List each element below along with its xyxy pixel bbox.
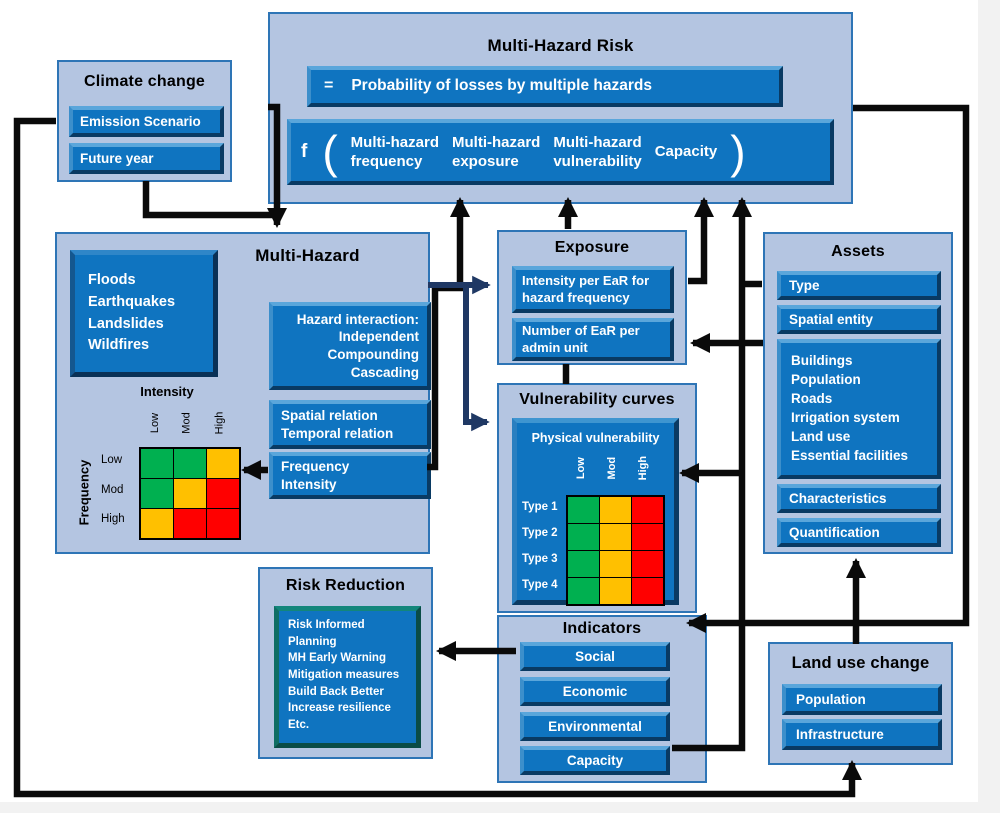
term-capacity: Capacity xyxy=(654,143,718,161)
matrix-cell-yellow xyxy=(600,497,631,523)
exposure-title: Exposure xyxy=(554,239,630,256)
risk-function-bar: f ( Multi-hazard frequency Multi-hazard … xyxy=(287,119,834,185)
bottom-margin xyxy=(0,802,1000,813)
multi-hazard-risk-title: Multi-Hazard Risk xyxy=(487,36,634,55)
matrix-cell-yellow xyxy=(174,479,206,508)
function-f: f xyxy=(301,140,308,162)
matrix-cell-red xyxy=(207,479,239,508)
matrix-cell-green xyxy=(174,449,206,478)
matrix-cell-green xyxy=(141,479,173,508)
risk-reduction-list-box: Risk Informed Planning MH Early Warning … xyxy=(274,606,421,748)
indicator-economic-button: Economic xyxy=(520,677,670,706)
matrix-cell-red xyxy=(632,578,663,604)
vulnerability-curves-title: Vulnerability curves xyxy=(519,391,675,408)
physical-vulnerability-label: Physical vulnerability xyxy=(531,431,660,445)
arrow-climate-to-multihazard xyxy=(142,181,277,219)
asset-type-button: Type xyxy=(777,271,941,300)
term-exposure: Multi-hazard exposure xyxy=(452,133,541,171)
intensity-col-low: Low xyxy=(149,412,161,434)
vuln-col-low: Low xyxy=(574,456,587,479)
characteristics-button: Characteristics xyxy=(777,484,941,513)
panel-indicators: Indicators Social Economic Environmental… xyxy=(497,615,707,783)
matrix-cell-red xyxy=(632,524,663,550)
panel-climate-change: Climate change Emission Scenario Future … xyxy=(57,60,232,182)
vuln-row-type1: Type 1 xyxy=(522,501,558,513)
matrix-cell-green xyxy=(568,497,599,523)
right-margin xyxy=(978,0,1000,813)
panel-assets: Assets Type Spatial entity Buildings Pop… xyxy=(763,232,953,554)
panel-risk-reduction: Risk Reduction Risk Informed Planning MH… xyxy=(258,567,433,759)
close-bracket: ) xyxy=(730,126,746,178)
emission-scenario-button: Emission Scenario xyxy=(69,106,224,137)
vuln-row-type4: Type 4 xyxy=(522,579,558,591)
matrix-cell-red xyxy=(174,509,206,538)
vuln-row-type2: Type 2 xyxy=(522,527,558,539)
equals-sign: = xyxy=(324,77,334,95)
matrix-cell-green xyxy=(568,524,599,550)
arrow-multihazard-to-frequency-term xyxy=(427,196,471,471)
population-button: Population xyxy=(782,684,942,715)
vulnerability-matrix xyxy=(566,495,665,606)
intensity-col-high: High xyxy=(213,411,225,435)
land-use-change-title: Land use change xyxy=(791,654,930,672)
frequency-axis-label: Frequency xyxy=(76,459,92,525)
frequency-row-low: Low xyxy=(101,454,123,466)
hazard-types-box: Floods Earthquakes Landslides Wildfires xyxy=(70,250,218,377)
spatial-temporal-button: Spatial relation Temporal relation xyxy=(269,400,431,449)
indicator-capacity-button: Capacity xyxy=(520,746,670,775)
matrix-cell-yellow xyxy=(600,551,631,577)
term-frequency: Multi-hazard frequency xyxy=(350,133,439,171)
indicators-title: Indicators xyxy=(562,620,642,637)
indicator-environmental-button: Environmental xyxy=(520,712,670,741)
indicator-social-button: Social xyxy=(520,642,670,671)
panel-multi-hazard: Multi-Hazard Floods Earthquakes Landslid… xyxy=(55,232,431,554)
arrow-exposure-to-vulnerability-term xyxy=(688,196,715,285)
frequency-intensity-button: Frequency Intensity xyxy=(269,452,431,499)
matrix-cell-red xyxy=(632,551,663,577)
panel-multi-hazard-risk: Multi-Hazard Risk = Probability of losse… xyxy=(268,12,853,204)
matrix-cell-green xyxy=(568,578,599,604)
matrix-cell-yellow xyxy=(600,578,631,604)
physical-vulnerability-box: Physical vulnerability Low Mod High Type… xyxy=(512,418,679,606)
multi-hazard-title: Multi-Hazard xyxy=(255,246,360,265)
climate-change-title: Climate change xyxy=(83,73,206,90)
panel-vulnerability-curves: Vulnerability curves Physical vulnerabil… xyxy=(497,383,697,613)
matrix-cell-red xyxy=(207,509,239,538)
vuln-col-mod: Mod xyxy=(605,456,618,480)
probability-bar: = Probability of losses by multiple haza… xyxy=(307,66,783,107)
assets-title: Assets xyxy=(831,243,885,260)
term-vulnerability: Multi-hazard vulnerability xyxy=(553,133,642,171)
future-year-button: Future year xyxy=(69,143,224,174)
panel-land-use-change: Land use change Population Infrastructur… xyxy=(768,642,953,765)
vuln-row-type3: Type 3 xyxy=(522,553,558,565)
number-of-ear-button: Number of EaR per admin unit xyxy=(512,318,674,361)
matrix-cell-yellow xyxy=(141,509,173,538)
infrastructure-button: Infrastructure xyxy=(782,719,942,750)
intensity-axis-label: Intensity xyxy=(140,384,194,399)
probability-text: Probability of losses by multiple hazard… xyxy=(351,77,652,95)
risk-reduction-title: Risk Reduction xyxy=(285,577,406,594)
matrix-cell-yellow xyxy=(207,449,239,478)
hazard-interaction-button: Hazard interaction: Independent Compound… xyxy=(269,302,431,390)
matrix-cell-red xyxy=(632,497,663,523)
matrix-cell-green xyxy=(141,449,173,478)
panel-exposure: Exposure Intensity per EaR for hazard fr… xyxy=(497,230,687,365)
frequency-row-mod: Mod xyxy=(101,484,124,496)
frequency-row-high: High xyxy=(101,513,125,525)
matrix-cell-green xyxy=(568,551,599,577)
spatial-entity-button: Spatial entity xyxy=(777,305,941,334)
matrix-cell-yellow xyxy=(600,524,631,550)
asset-list-box: Buildings Population Roads Irrigation sy… xyxy=(777,339,941,479)
intensity-col-mod: Mod xyxy=(181,412,193,434)
intensity-per-ear-button: Intensity per EaR for hazard frequency xyxy=(512,266,674,313)
quantification-button: Quantification xyxy=(777,518,941,547)
open-bracket: ( xyxy=(322,126,338,178)
vuln-col-high: High xyxy=(636,455,649,481)
hazard-risk-matrix xyxy=(139,447,241,540)
arrow-hazard-to-vulnerability-curves xyxy=(463,288,490,432)
